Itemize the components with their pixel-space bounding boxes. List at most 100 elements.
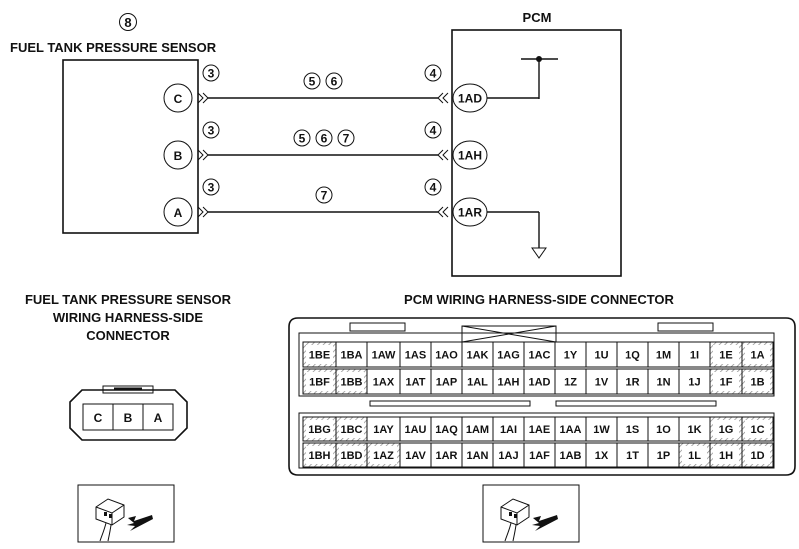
pcm-connector-cell-label: 1S	[626, 424, 639, 436]
pcm-connector-cell: 1B	[741, 368, 774, 395]
pcm-connector-cell: 1F	[709, 368, 743, 395]
ref-number-label: 7	[343, 132, 350, 146]
terminal-chevron-icon	[437, 149, 449, 161]
terminal-chevron-icon	[197, 149, 209, 161]
pcm-connector-cell-label: 1U	[594, 350, 608, 362]
pcm-pin-label: 1AD	[458, 92, 482, 106]
pcm-connector-cell-label: 1BC	[340, 424, 362, 436]
pcm-connector-cell: 1BG	[302, 416, 337, 442]
pcm-connector-cell-label: 1AT	[406, 377, 426, 389]
pcm-connector-cell-label: 1BA	[340, 350, 362, 362]
pcm-connector-cell: 1L	[678, 442, 711, 468]
pcm-connector-cell-label: 1D	[750, 450, 764, 462]
ref-number-circle: 4	[424, 178, 442, 196]
pcm-connector-cell-label: 1AY	[373, 424, 394, 436]
sensor-pin: C	[163, 83, 193, 113]
power-supply-icon	[521, 56, 558, 99]
pcm-connector-cell-label: 1F	[720, 377, 733, 389]
ref-number-circle: 4	[424, 64, 442, 82]
pcm-connector-cell-label: 1A	[750, 350, 764, 362]
sensor-title: FUEL TANK PRESSURE SENSOR	[10, 40, 217, 55]
pcm-connector-cell-label: 1AO	[435, 350, 458, 362]
ref-number-label: 4	[430, 67, 437, 81]
pcm-connector-cell: 1AZ	[366, 442, 401, 468]
pcm-pin: 1AH	[452, 140, 488, 170]
ref-number-label: 3	[208, 67, 215, 81]
terminal-chevron-icon	[437, 92, 449, 104]
pcm-connector-cell-label: 1H	[719, 450, 733, 462]
pcm-connector-cell-label: 1AI	[500, 424, 517, 436]
pcm-connector-cell-label: 1AQ	[435, 424, 458, 436]
pcm-connector-cell-label: 1AD	[528, 377, 550, 389]
pcm-connector-cell-label: 1AX	[373, 377, 395, 389]
pcm-connector-cell-label: 1AF	[529, 450, 550, 462]
ref-number-label: 6	[331, 75, 338, 89]
sensor-pin-label: C	[174, 92, 183, 106]
sensor-pin-label: B	[174, 149, 183, 163]
pcm-connector-cell: 1BD	[335, 442, 368, 468]
pcm-connector-cell-label: 1BB	[340, 377, 362, 389]
pcm-connector-cell-label: 1W	[593, 424, 610, 436]
wire-c-1ad: C 1AD 3 4 5 6	[163, 64, 539, 113]
pcm-connector-cell-label: 1B	[750, 377, 764, 389]
pcm-connector-cell: 1BH	[302, 442, 337, 468]
ref-number-circle: 3	[202, 121, 220, 139]
terminal-chevron-icon	[197, 206, 209, 218]
sensor-connector-title: FUEL TANK PRESSURE SENSOR WIRING HARNESS…	[25, 292, 232, 343]
sensor-pin-label: A	[174, 206, 183, 220]
ref-number-circle	[119, 13, 137, 31]
pcm-connector-cell-label: 1V	[595, 377, 609, 389]
sensor-box	[62, 59, 199, 234]
pcm-connector-cell: 1BB	[335, 368, 368, 395]
pcm-connector-cell-label: 1BG	[308, 424, 331, 436]
pcm-connector-cell-label: 1AG	[497, 350, 520, 362]
terminal-chevron-icon	[437, 206, 449, 218]
ref-number-label: 3	[208, 124, 215, 138]
ref-number-circle: 5	[293, 129, 311, 147]
ref-number-circle: 3	[202, 178, 220, 196]
pcm-connector-cell-label: 1N	[656, 377, 670, 389]
pcm-connector	[288, 317, 796, 476]
ref-number-circle: 7	[315, 186, 333, 204]
pcm-connector-cell: 1BE	[302, 341, 337, 368]
pcm-connector-cell-label: 1AR	[435, 450, 457, 462]
pcm-connector-cell: 1H	[709, 442, 743, 468]
ref-number-label: 5	[309, 75, 316, 89]
svg-text:FUEL TANK PRESSURE SENSOR: FUEL TANK PRESSURE SENSOR	[25, 292, 232, 307]
sensor-connector-pin: C	[94, 411, 103, 425]
pcm-connector-cell-label: 1I	[690, 350, 699, 362]
pcm-connector-cell-label: 1M	[656, 350, 671, 362]
pcm-connector-cell-label: 1G	[719, 424, 734, 436]
ground-icon	[531, 212, 547, 259]
pcm-connector-cell-label: 1AJ	[498, 450, 518, 462]
pcm-connector-cell-label: 1AH	[497, 377, 519, 389]
pcm-connector-cell: 1C	[741, 416, 774, 442]
pcm-connector-cell-label: 1AZ	[373, 450, 394, 462]
pcm-pin-label: 1AR	[458, 206, 482, 220]
sensor-connector-pin: B	[124, 411, 133, 425]
svg-text:WIRING HARNESS-SIDE: WIRING HARNESS-SIDE	[53, 310, 204, 325]
ref-number-label: 7	[321, 189, 328, 203]
pcm-connector-cell: 1D	[741, 442, 774, 468]
ref-number-circle: 7	[337, 129, 355, 147]
ref-number-circle: 4	[424, 121, 442, 139]
pcm-box	[451, 29, 622, 277]
sensor-pin: B	[163, 140, 193, 170]
pcm-connector-cell-label: 1BE	[309, 350, 330, 362]
pcm-title: PCM	[523, 10, 552, 25]
pcm-connector-cell-label: 1E	[719, 350, 732, 362]
ref-number-label: 3	[208, 181, 215, 195]
pcm-connector-cell: 1E	[709, 341, 743, 368]
pcm-connector-cell-label: 1AB	[559, 450, 581, 462]
connector-view-arrow-icon	[482, 484, 580, 543]
pcm-connector-cell-label: 1AL	[467, 377, 488, 389]
pcm-connector-cell-label: 1AW	[372, 350, 396, 362]
connector-view-arrow-icon	[77, 484, 175, 543]
ref-number-label: 4	[430, 181, 437, 195]
pcm-connector-cell: 1BF	[302, 368, 337, 395]
wire-a-1ar: A 1AR 3 4 7	[163, 178, 539, 227]
pcm-connector-cell-label: 1BF	[309, 377, 330, 389]
pcm-connector-cell-label: 1C	[750, 424, 764, 436]
